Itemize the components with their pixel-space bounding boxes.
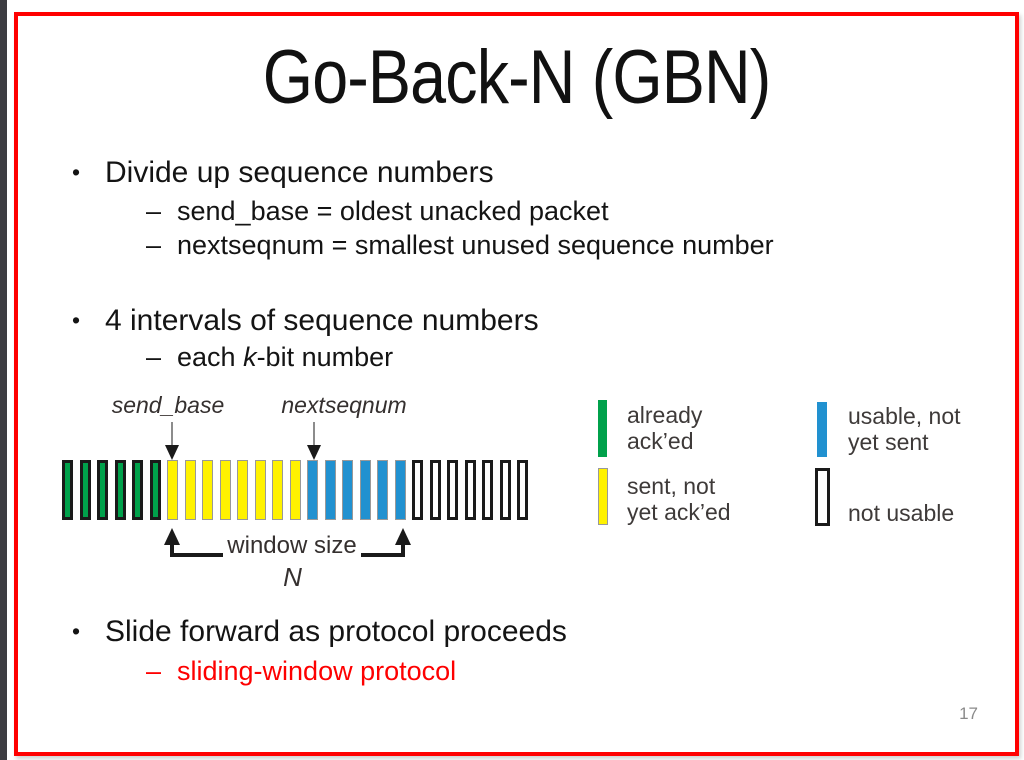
bar-not-usable [499, 460, 511, 520]
bar-not-usable [429, 460, 441, 520]
nextseqnum-label: nextseqnum [281, 392, 407, 418]
sub-bullet-kbit: –each k-bit number [146, 342, 394, 372]
bullet-dot: • [72, 159, 81, 185]
sequence-bar-row [62, 460, 528, 520]
dash: – [146, 196, 162, 226]
sub-bullet-sliding-window: –sliding-window protocol [146, 656, 457, 686]
bar-not-usable [517, 460, 528, 520]
bullet-dot: • [72, 618, 81, 644]
bar-already-acked [62, 460, 73, 520]
window-n-label: N [283, 562, 302, 592]
bar-sent-not-yet-acked [237, 460, 248, 520]
bullet-dot: • [72, 307, 81, 333]
dash: – [146, 230, 162, 260]
nextseqnum-arrow [307, 422, 321, 460]
sub-bullet-nextseqnum: –nextseqnum = smallest unused sequence n… [146, 230, 774, 260]
slide: Go-Back-N (GBN) •Divide up sequence numb… [14, 12, 1019, 756]
bullet-item-divide: •Divide up sequence numbers [72, 156, 494, 189]
legend-label-not-usable: not usable [848, 500, 955, 526]
bar-sent-not-yet-acked [167, 460, 178, 520]
bar-already-acked [79, 460, 91, 520]
bar-already-acked [132, 460, 143, 520]
slide-title: Go-Back-N (GBN) [262, 35, 772, 120]
bar-sent-not-yet-acked [272, 460, 283, 520]
bar-already-acked [149, 460, 161, 520]
diagram-arrows [164, 422, 411, 557]
bar-already-acked [97, 460, 108, 520]
legend-swatch-already-acked [598, 400, 607, 457]
bar-not-usable [447, 460, 458, 520]
page-number: 17 [959, 704, 978, 723]
bar-sent-not-yet-acked [202, 460, 213, 520]
window-edge [0, 0, 7, 760]
sub-bullet-sendbase: –send_base = oldest unacked packet [146, 196, 609, 226]
bar-sent-not-yet-acked [184, 460, 196, 520]
legend-swatch-not-usable [815, 468, 830, 526]
send-base-arrow [165, 422, 179, 460]
legend-swatch-sent-not-yet-acked [598, 468, 608, 525]
window-size-label: window size [227, 532, 357, 559]
bar-usable-not-yet-sent [342, 460, 353, 520]
bar-sent-not-yet-acked [289, 460, 301, 520]
window-size-bracket-left [164, 528, 223, 557]
bar-usable-not-yet-sent [307, 460, 318, 520]
bar-usable-not-yet-sent [359, 460, 371, 520]
dash: – [146, 656, 162, 686]
bar-sent-not-yet-acked [254, 460, 266, 520]
bullet-item-slide-forward: •Slide forward as protocol proceeds [72, 615, 567, 648]
bar-usable-not-yet-sent [394, 460, 406, 520]
bar-not-usable [464, 460, 476, 520]
bar-not-usable [482, 460, 493, 520]
dash: – [146, 342, 162, 372]
bar-sent-not-yet-acked [219, 460, 231, 520]
sequence-window-diagram: send_base nextseqnum [55, 392, 555, 604]
window-size-bracket-right [361, 528, 411, 557]
send-base-label: send_base [111, 392, 225, 418]
bar-already-acked [114, 460, 126, 520]
bar-not-usable [412, 460, 423, 520]
bar-usable-not-yet-sent [324, 460, 336, 520]
bar-usable-not-yet-sent [377, 460, 388, 520]
legend-swatch-usable-not-yet-sent [817, 402, 827, 457]
bullet-item-intervals: •4 intervals of sequence numbers [72, 304, 539, 337]
